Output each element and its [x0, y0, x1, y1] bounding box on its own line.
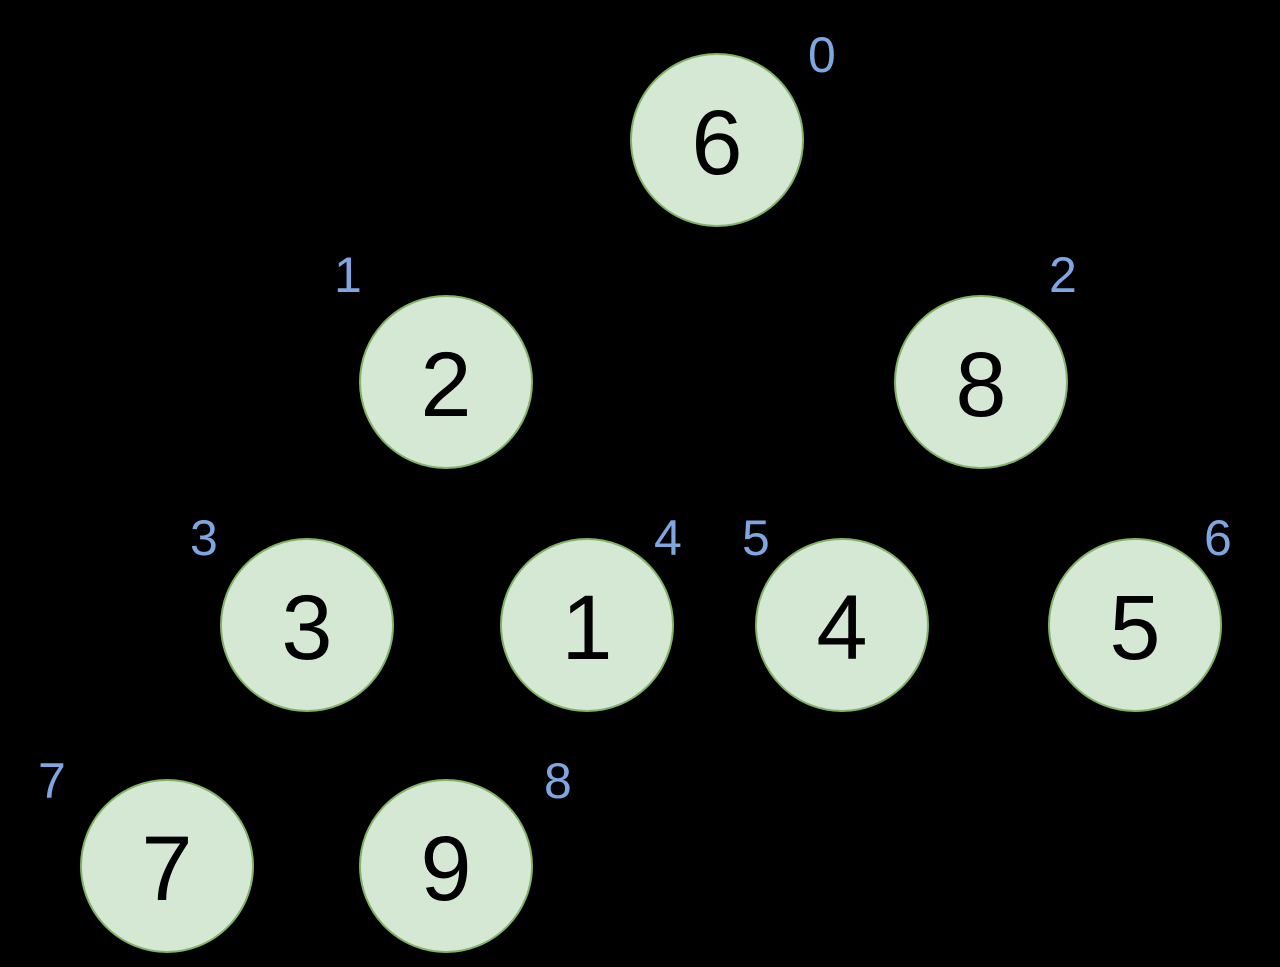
tree-node-2: 8: [894, 295, 1068, 469]
node-index-label-3: 3: [190, 510, 218, 566]
node-value: 8: [955, 334, 1007, 436]
tree-node-4: 1: [500, 538, 674, 712]
node-value: 2: [420, 334, 472, 436]
node-index-label-7: 7: [38, 753, 66, 809]
node-value: 3: [281, 577, 333, 679]
tree-node-6: 5: [1048, 538, 1222, 712]
tree-node-0: 6: [630, 53, 804, 227]
tree-node-3: 3: [220, 538, 394, 712]
node-index-label-0: 0: [808, 27, 836, 83]
node-index-label-4: 4: [654, 510, 682, 566]
node-index-label-1: 1: [334, 247, 362, 303]
node-index-label-8: 8: [544, 753, 572, 809]
node-index-label-5: 5: [742, 510, 770, 566]
node-value: 1: [561, 577, 613, 679]
tree-node-5: 4: [755, 538, 929, 712]
tree-node-1: 2: [359, 295, 533, 469]
tree-node-7: 7: [80, 779, 254, 953]
node-index-label-2: 2: [1049, 247, 1077, 303]
node-value: 5: [1109, 577, 1161, 679]
tree-node-8: 9: [359, 779, 533, 953]
node-value: 9: [420, 818, 472, 920]
node-value: 6: [691, 92, 743, 194]
node-value: 7: [141, 818, 193, 920]
node-index-label-6: 6: [1204, 510, 1232, 566]
node-value: 4: [816, 577, 868, 679]
